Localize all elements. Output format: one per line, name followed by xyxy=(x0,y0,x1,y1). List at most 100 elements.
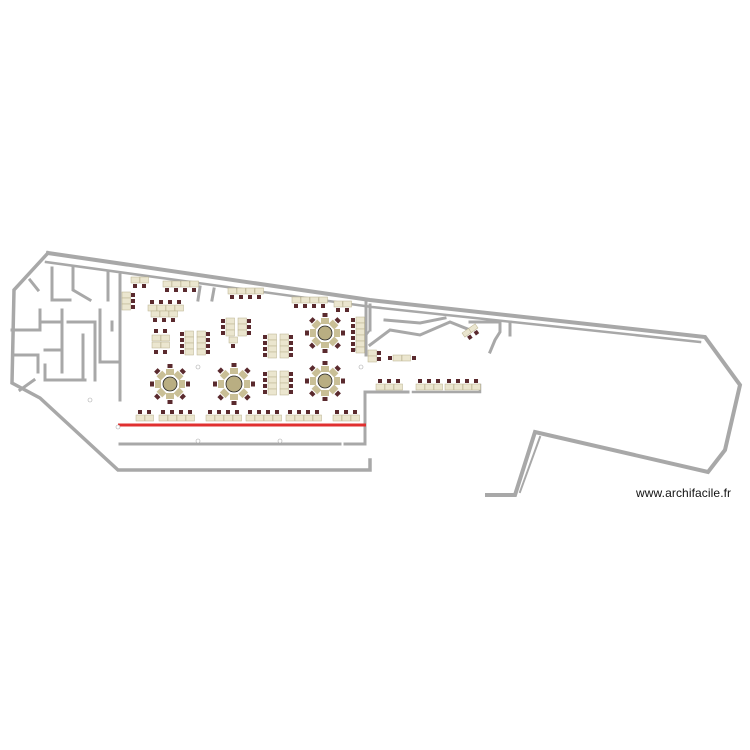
chair xyxy=(168,300,172,304)
chair xyxy=(322,361,328,365)
chair xyxy=(162,318,166,322)
chair xyxy=(297,410,301,414)
chair xyxy=(217,367,224,374)
chair xyxy=(230,295,234,299)
chair xyxy=(412,356,416,360)
chair xyxy=(226,410,230,414)
chair xyxy=(263,341,267,345)
desk xyxy=(332,414,342,422)
seat-pad xyxy=(311,319,322,330)
desk-group xyxy=(291,296,328,308)
seat-pad xyxy=(166,393,174,399)
wall-segment xyxy=(210,287,216,302)
chair xyxy=(334,365,341,372)
chair xyxy=(377,351,381,355)
chair xyxy=(473,329,480,336)
chair xyxy=(447,379,451,383)
chair xyxy=(131,305,135,309)
chair xyxy=(257,295,261,299)
chair xyxy=(174,288,178,292)
desk xyxy=(375,383,385,391)
desk-group xyxy=(205,410,242,422)
desk xyxy=(444,383,454,391)
desk-group xyxy=(151,329,170,354)
chair xyxy=(206,350,210,354)
desk xyxy=(355,328,365,336)
column-marker xyxy=(87,397,93,403)
desk-group xyxy=(285,410,322,422)
chair xyxy=(294,304,298,308)
wall-segment xyxy=(468,320,502,354)
desk xyxy=(144,414,154,422)
chair xyxy=(186,381,190,387)
chair xyxy=(183,288,187,292)
chair xyxy=(131,293,135,297)
desk xyxy=(151,334,161,342)
chair xyxy=(147,410,151,414)
column-marker xyxy=(195,438,201,444)
desk xyxy=(150,310,160,318)
desk xyxy=(279,333,289,341)
desk-group xyxy=(130,276,149,288)
chair xyxy=(289,390,293,394)
chair xyxy=(244,394,251,401)
desk xyxy=(471,383,481,391)
seat-pad xyxy=(219,369,230,380)
chair xyxy=(154,368,161,375)
desk xyxy=(121,297,131,305)
desk xyxy=(185,414,195,422)
seat-pad xyxy=(156,370,167,381)
chair xyxy=(163,350,167,354)
chair xyxy=(351,336,355,340)
desk xyxy=(279,370,289,378)
chair xyxy=(289,335,293,339)
chair xyxy=(208,410,212,414)
desk xyxy=(392,354,402,362)
chair xyxy=(231,401,237,405)
desk xyxy=(279,382,289,390)
chair xyxy=(351,318,355,322)
chair xyxy=(167,364,173,368)
desk xyxy=(462,383,472,391)
desk xyxy=(279,339,289,347)
chair xyxy=(165,288,169,292)
seat-pad xyxy=(166,369,174,375)
angled-desk-group xyxy=(461,323,480,341)
wall-segment xyxy=(71,266,93,303)
desk-group xyxy=(415,379,443,391)
chair xyxy=(289,378,293,382)
chair xyxy=(456,379,460,383)
round-table-cluster xyxy=(305,313,345,353)
desk xyxy=(168,310,178,318)
desk-group xyxy=(237,317,251,337)
desk xyxy=(162,280,172,288)
chair xyxy=(322,313,328,317)
desk xyxy=(205,414,215,422)
round-table xyxy=(162,376,178,392)
column-marker xyxy=(115,424,121,430)
desk xyxy=(165,304,175,312)
desk xyxy=(342,300,352,308)
desk xyxy=(303,414,313,422)
chair xyxy=(263,384,267,388)
desk xyxy=(267,345,277,353)
desks-layer xyxy=(121,276,481,422)
desk xyxy=(189,280,199,288)
chair xyxy=(142,284,146,288)
seat-pad xyxy=(328,367,339,378)
chair xyxy=(248,410,252,414)
chair xyxy=(378,379,382,383)
desk xyxy=(184,330,194,338)
desk-group xyxy=(444,379,481,391)
chair xyxy=(377,357,381,361)
desk xyxy=(333,300,343,308)
chair xyxy=(150,381,154,387)
desk-group xyxy=(147,300,184,312)
chair xyxy=(248,295,252,299)
chair xyxy=(179,368,186,375)
desk-group xyxy=(332,410,360,422)
desk-group xyxy=(279,333,293,359)
chair xyxy=(289,384,293,388)
desk xyxy=(468,323,479,333)
